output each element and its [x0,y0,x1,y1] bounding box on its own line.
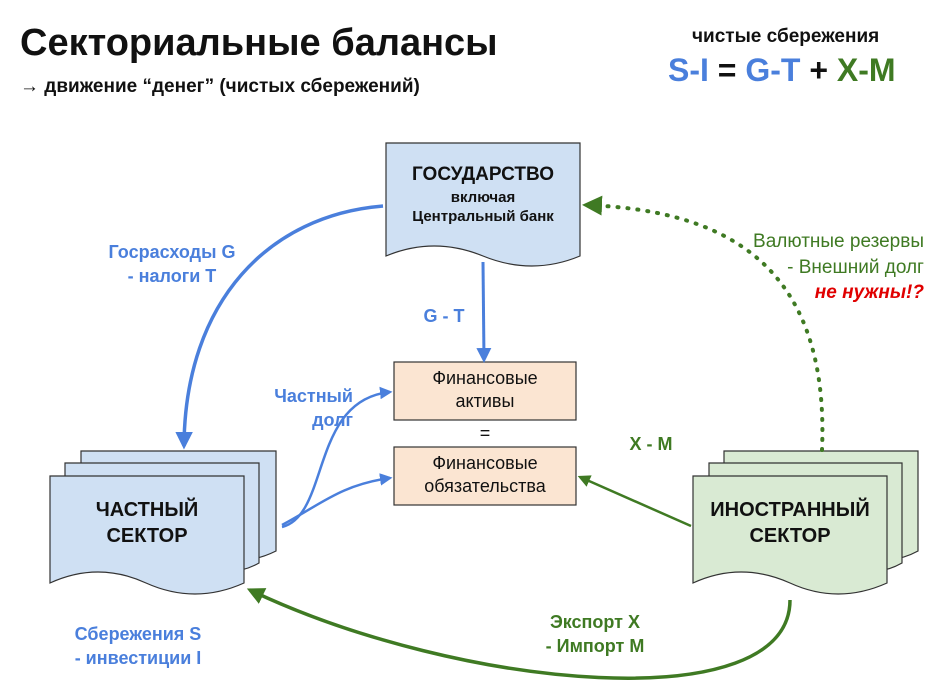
reserves-line3: не нужны!? [814,282,924,304]
export-import-line2: - Импорт M [545,636,645,657]
export-import-label: Экспорт X - Импорт M [520,610,670,659]
x-minus-m-label: X - M [629,434,673,454]
equals-sign: = [479,423,491,443]
arrow-foreign-to-liabilities [577,475,692,528]
gov-spending-label: Госрасходы G - налоги T [80,240,264,289]
arrow-private-to-assets [281,386,393,529]
government-sub1: включая [450,188,516,206]
foreign-sector-line1: ИНОСТРАННЫЙ [710,499,870,521]
foreign-sector-box [692,450,919,595]
financial-liabilities-label: Финансовые обязательства [394,452,576,499]
formula-g-minus-t: G-T [745,52,801,88]
formula-s-minus-i: S-I [668,52,709,88]
arrow-gov-to-private [175,204,384,450]
reserves-line1: Валютные резервы [753,231,924,252]
reserves-line2: - Внешний долг [787,256,924,278]
arrow-foreign-to-gov-dotted [582,195,825,452]
financial-liabilities-line1: Финансовые [432,453,538,473]
private-debt-line1: Частный [274,386,353,406]
private-sector-box [49,450,277,595]
financial-assets-line2: активы [455,391,515,412]
formula: S-I = G-T + X-M [668,52,896,89]
formula-equals: = [708,52,746,88]
arrow-private-to-liabilities [281,473,393,527]
gov-spending-line2: - налоги T [127,266,217,287]
formula-plus: + [800,52,837,88]
financial-assets-box [393,361,577,421]
export-import-line1: Экспорт X [549,612,641,632]
private-sector-line2: СЕКТОР [106,525,188,547]
private-debt-line2: долг [312,410,353,431]
arrow-foreign-to-private [246,588,792,680]
page-subtitle: → движение “денег” (чистых сбережений) [20,76,420,97]
government-label: ГОСУДАРСТВО включая Центральный банк [386,163,580,227]
reserves-label: Валютные резервы - Внешний долг не нужны… [700,229,924,306]
financial-assets-line1: Финансовые [432,368,538,388]
savings-line1: Сбережения S [74,624,202,644]
gov-spending-line1: Госрасходы G [108,242,236,262]
page-title: Секториальные балансы [20,22,498,64]
private-debt-label: Частный долг [243,384,353,433]
government-title: ГОСУДАРСТВО [412,164,554,185]
financial-liabilities-line2: обязательства [424,476,546,497]
g-minus-t-label: G - T [423,306,465,326]
financial-assets-label: Финансовые активы [394,367,576,414]
financial-liabilities-box [393,446,577,506]
government-sub2: Центральный банк [412,208,554,226]
private-sector-label: ЧАСТНЫЙ СЕКТОР [50,497,244,549]
government-box [385,142,581,267]
arrow-gov-to-assets [476,261,492,363]
foreign-sector-line2: СЕКТОР [749,525,831,547]
savings-label: Сбережения S - инвестиции I [52,622,224,671]
private-sector-line1: ЧАСТНЫЙ [95,499,199,521]
savings-line2: - инвестиции I [74,648,202,669]
formula-x-minus-m: X-M [836,52,896,88]
foreign-sector-label: ИНОСТРАННЫЙ СЕКТОР [693,497,887,549]
formula-caption: чистые сбережения [692,26,880,47]
